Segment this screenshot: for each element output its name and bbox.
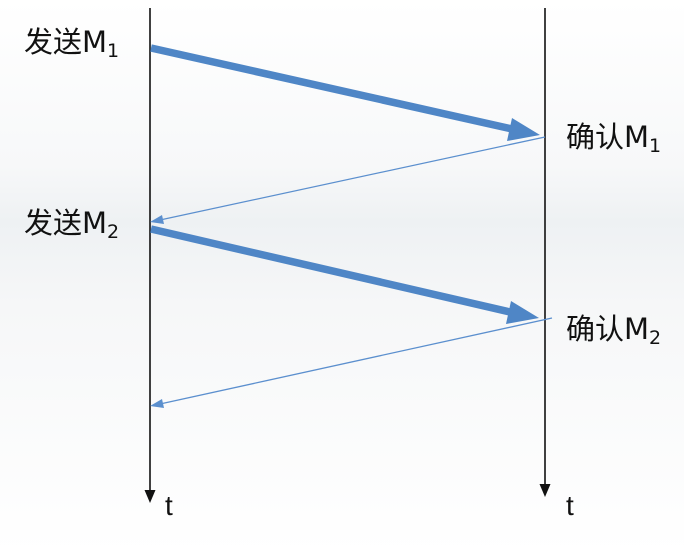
ack-m1-text: 确认M <box>566 120 650 154</box>
data-frame-m2-arrow <box>150 225 511 316</box>
ack-m2-subscript: 2 <box>649 327 662 349</box>
ack-m1-subscript: 1 <box>649 135 662 157</box>
ack-m1-arrowhead <box>150 215 164 224</box>
send-m1-label: 发送M1 <box>24 25 119 61</box>
ack-m1-label: 确认M1 <box>566 120 661 156</box>
data-frame-m2-arrowhead <box>506 301 539 324</box>
sender-time-label: t <box>165 490 173 521</box>
data-frame-m1-arrowhead <box>507 118 540 141</box>
ack-m2-label: 确认M2 <box>566 312 661 348</box>
ack-m2-arrowhead <box>150 399 164 408</box>
data-frame-m1-arrow <box>150 44 513 133</box>
send-m1-subscript: 1 <box>107 40 120 62</box>
send-m2-text: 发送M <box>24 206 108 240</box>
receiver-time-label: t <box>566 490 574 521</box>
sender-timeline-arrowhead <box>144 490 156 503</box>
send-m2-subscript: 2 <box>107 221 120 243</box>
ack-m2-arrow <box>159 317 553 405</box>
send-m2-label: 发送M2 <box>24 206 119 242</box>
receiver-timeline-arrowhead <box>539 484 551 497</box>
ack-m1-arrow <box>159 136 546 221</box>
ack-m2-text: 确认M <box>566 312 650 346</box>
send-m1-text: 发送M <box>24 25 108 59</box>
